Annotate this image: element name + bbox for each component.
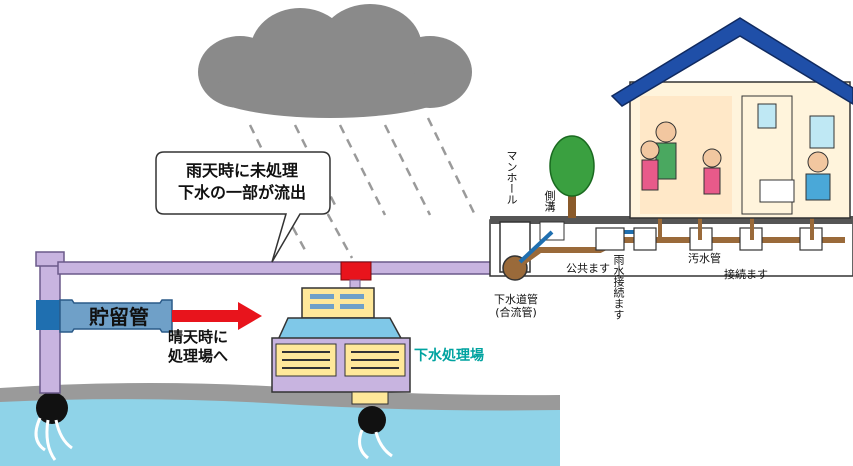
outfall-left	[34, 392, 73, 461]
manhole-label: マンホール	[505, 150, 518, 205]
combined-sewer-main	[57, 261, 509, 275]
house	[610, 17, 853, 219]
outfall-right	[358, 406, 393, 460]
storage-pipe-label: 貯留管	[89, 305, 149, 329]
connection-basin-label: 接続ます	[724, 268, 768, 281]
overflow-callout: 雨天時に未処理 下水の一部が流出	[158, 152, 326, 214]
rain-basin-label: 雨水接続ます	[612, 254, 625, 320]
dry-weather-label: 晴天時に 処理場へ	[168, 328, 228, 366]
tree	[549, 135, 595, 218]
sewer-pipe-line-2: (合流管)	[495, 306, 537, 319]
callout-bubble	[155, 151, 331, 263]
treatment-plant-building	[271, 287, 411, 405]
flow-arrow	[172, 302, 262, 330]
house-section	[489, 195, 853, 281]
dry-weather-line-1: 晴天時に	[168, 328, 229, 346]
overflow-weir	[340, 261, 372, 281]
roof	[610, 17, 853, 107]
rain-cloud	[198, 4, 472, 118]
river-water	[0, 399, 560, 466]
callout-line-2: 下水の一部が流出	[177, 183, 306, 202]
waste-pipe-label: 汚水管	[688, 252, 721, 265]
dry-weather-line-2: 処理場へ	[168, 347, 229, 365]
storage-pipe	[36, 299, 173, 333]
sewer-pipe-line-1: 下水道管	[494, 293, 538, 306]
gutter-label: 側溝	[543, 190, 556, 212]
public-basin-label: 公共ます	[566, 262, 610, 275]
sewer-pipe-label: 下水道管 (合流管)	[486, 293, 546, 319]
treatment-plant-label: 下水処理場	[414, 348, 484, 364]
callout-line-1: 雨天時に未処理	[185, 161, 298, 180]
